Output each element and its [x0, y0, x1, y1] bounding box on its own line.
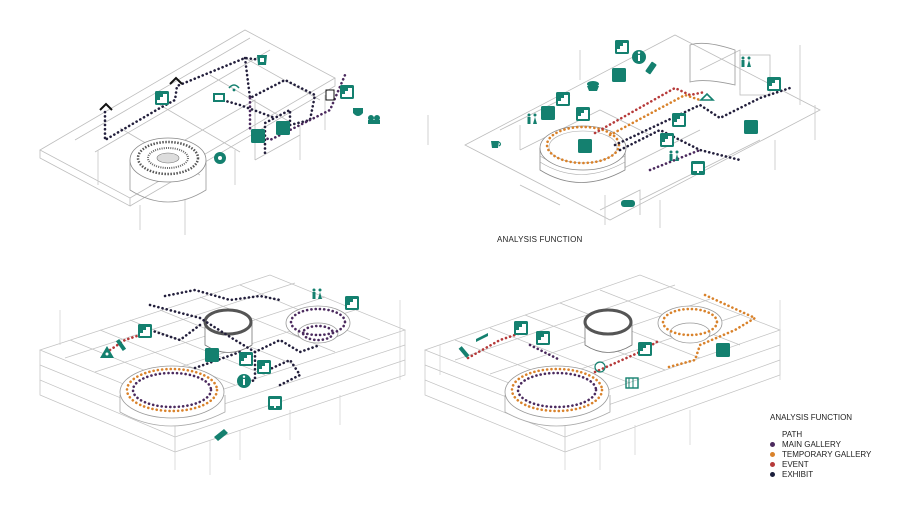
stairs-icon-2: [536, 331, 550, 345]
wifi-icon: [228, 84, 240, 92]
legend-item-temporary-gallery: TEMPORARY GALLERY: [770, 449, 871, 459]
shop-icon: [612, 68, 626, 82]
cylinders-bottom-right: [504, 305, 723, 427]
cylinders-bottom-left: [119, 305, 351, 427]
elevator-icon: [325, 89, 335, 101]
compass-icon: [594, 361, 606, 373]
cake-icon: [587, 81, 599, 91]
bench-icon: [214, 429, 228, 441]
stairs-icon: [138, 324, 152, 338]
analysis-function-caption: ANALYSIS FUNCTION: [497, 235, 583, 244]
stairs-icon-2: [239, 352, 253, 366]
icons-top-left: [99, 55, 380, 164]
shop-icon: [276, 121, 290, 135]
stairs-icon: [155, 91, 169, 105]
exhibit-icon: [100, 346, 114, 358]
legend-swatch: [770, 441, 775, 447]
stairs-icon: [615, 40, 629, 54]
hanger-icon: [699, 92, 715, 101]
legend-item-path: PATH: [782, 429, 803, 439]
path-bottom-left: [108, 288, 347, 413]
screen-icon: [691, 161, 705, 175]
info-icon: [632, 50, 646, 64]
fan-icon: [214, 152, 226, 164]
telescope-icon: [578, 139, 592, 153]
building-bottom-right: [423, 274, 782, 470]
info-icon: [237, 374, 251, 388]
legend: ANALYSIS FUNCTION PATH MAIN GALLERY TEMP…: [770, 413, 871, 479]
gamepad-icon: [621, 200, 635, 207]
legend-swatch: [770, 461, 775, 467]
legend-item-main-gallery: MAIN GALLERY: [770, 439, 871, 449]
auditorium-top-left: [129, 137, 207, 203]
stairs-icon-2: [556, 92, 570, 106]
recycle-icon: [257, 55, 267, 65]
shield-icon: [353, 108, 363, 116]
screen-icon: [268, 396, 282, 410]
path-bottom-right: [466, 293, 758, 413]
building-top-right: [427, 34, 821, 228]
legend-title: ANALYSIS FUNCTION: [770, 413, 853, 422]
stairs-icon-2: [340, 85, 354, 99]
stairs-icon-4: [345, 296, 359, 310]
legend-item-exhibit: EXHIBIT: [770, 469, 871, 479]
exhibit-icon: [541, 106, 555, 120]
legend-item-event: EVENT: [770, 459, 871, 469]
stairs-icon: [514, 321, 528, 335]
shop-icon: [625, 377, 639, 389]
toilet-icon: [527, 113, 537, 124]
building-top-left: [39, 29, 336, 235]
legend-swatch: [770, 451, 775, 457]
stairs-icon-3: [257, 360, 271, 374]
pen-icon: [458, 346, 470, 358]
stairs-icon-4: [672, 113, 686, 127]
path-top-right: [545, 86, 792, 172]
monitor-icon: [213, 93, 225, 102]
pen-icon: [115, 338, 127, 352]
stairs-icon-3: [576, 107, 590, 121]
icons-bottom-right: [458, 321, 730, 389]
icons-top-right: [491, 40, 781, 207]
chest-icon: [716, 343, 730, 357]
icons-bottom-left: [100, 288, 359, 441]
phone-icon: [645, 61, 657, 75]
stairs-icon-3: [638, 342, 652, 356]
presentation-icon: [744, 120, 758, 134]
stairs-icon-6: [767, 77, 781, 91]
group-icon: [368, 115, 380, 124]
toilet-icon-3: [741, 56, 751, 67]
cafe-icon: [251, 129, 265, 143]
cup-icon: [491, 141, 502, 148]
telescope-icon: [476, 333, 488, 342]
legend-swatch: [770, 471, 775, 477]
stairs-icon-5: [660, 133, 674, 147]
toilet-icon: [312, 288, 322, 299]
chest-icon: [205, 348, 219, 362]
